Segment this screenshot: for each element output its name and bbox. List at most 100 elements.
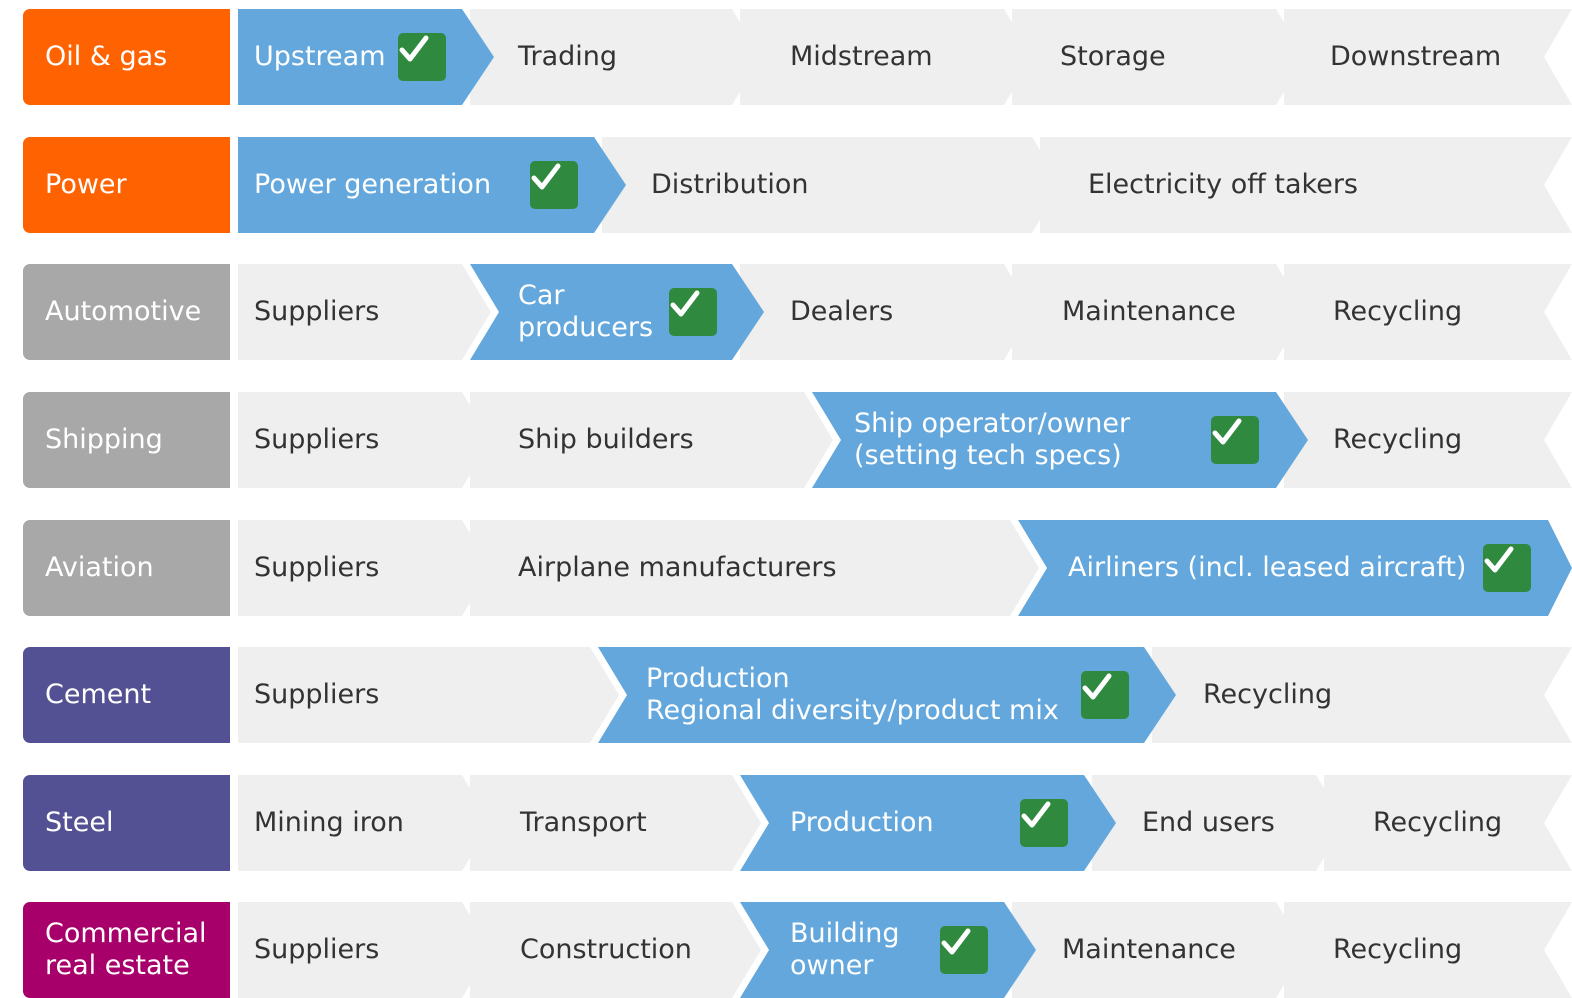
sector-label-line: Automotive	[45, 296, 202, 327]
stage-label: Suppliers	[254, 392, 379, 488]
stage-arrow-shape	[1092, 775, 1345, 871]
value-chain-stage: Recycling	[1324, 775, 1572, 871]
sector-label-line: Shipping	[45, 424, 163, 455]
stage-label: Recycling	[1333, 392, 1462, 488]
sector-label: Automotive	[23, 264, 230, 360]
stage-label: Suppliers	[254, 902, 379, 998]
value-chain-stage: Airplane manufacturers	[470, 520, 1039, 616]
stage-arrow-shape	[1324, 775, 1572, 871]
value-chain-stage-highlighted: Production	[740, 775, 1116, 871]
stage-label: Suppliers	[254, 647, 379, 743]
value-chain-stage: Midstream	[740, 9, 1033, 105]
stage-label: Distribution	[651, 137, 809, 233]
checkmark-icon	[1211, 416, 1259, 464]
sector-label-line: Steel	[45, 807, 114, 838]
value-chain-stage: Suppliers	[238, 264, 491, 360]
stage-label-line: Trading	[518, 41, 618, 72]
stage-arrow-shape	[1284, 9, 1572, 105]
stage-arrow-shape	[1012, 264, 1305, 360]
value-chain-stage: Recycling	[1284, 902, 1572, 998]
stage-label-line: End users	[1142, 807, 1275, 838]
stage-label-line: Transport	[520, 807, 647, 838]
stage-label: Dealers	[790, 264, 893, 360]
value-chain-stage: Recycling	[1152, 647, 1572, 743]
checkmark-icon	[1081, 671, 1129, 719]
stage-label-line: Power generation	[254, 169, 492, 200]
stage-arrow-shape	[238, 647, 619, 743]
stage-arrow-shape	[470, 9, 761, 105]
value-chain-stage: Suppliers	[238, 647, 619, 743]
stage-label-line: Recycling	[1333, 934, 1463, 965]
stage-label: Airliners (incl. leased aircraft)	[1068, 520, 1466, 616]
stage-arrow-shape	[1012, 902, 1305, 998]
stage-label: End users	[1142, 775, 1275, 871]
stage-label: Maintenance	[1062, 902, 1236, 998]
value-chain-stage-highlighted: Power generation	[238, 137, 626, 233]
value-chain-stage: End users	[1092, 775, 1345, 871]
value-chain-stage: Distribution	[602, 137, 1061, 233]
value-chain-stage: Recycling	[1284, 264, 1572, 360]
checkmark-icon	[1020, 799, 1068, 847]
stage-label-line: Suppliers	[254, 679, 380, 710]
sector-label-line: Power	[45, 169, 127, 200]
stage-arrow-shape	[470, 902, 761, 998]
stage-label-line: Regional diversity/product mix	[646, 695, 1059, 726]
stage-label-line: Car	[518, 280, 565, 311]
sector-row: Power Distribution Electricity off takers P…	[0, 137, 1572, 233]
stage-arrow-shape	[740, 9, 1033, 105]
stage-arrow-shape	[1284, 392, 1572, 488]
value-chain-stage: Downstream	[1284, 9, 1572, 105]
stage-arrow-shape	[812, 392, 1308, 488]
stage-arrow-shape	[238, 520, 491, 616]
stage-label-line: Airplane manufacturers	[518, 552, 837, 583]
stage-arrow-shape	[238, 392, 491, 488]
checkmark-icon	[398, 33, 446, 81]
value-chain-stage: Electricity off takers	[1040, 137, 1572, 233]
stage-label-line: Suppliers	[254, 424, 380, 455]
sector-label-line: Commercial	[45, 918, 207, 949]
stage-arrow-shape	[470, 520, 1039, 616]
stage-label-line: (setting tech specs)	[854, 440, 1122, 471]
stage-label: Midstream	[790, 9, 933, 105]
stage-label-line: Suppliers	[254, 934, 380, 965]
stage-label: Power generation	[254, 137, 491, 233]
value-chain-stage: Maintenance	[1012, 902, 1305, 998]
sector-label-line: real estate	[45, 950, 190, 981]
stage-label-line: Suppliers	[254, 552, 380, 583]
stage-label: Electricity off takers	[1088, 137, 1358, 233]
stage-arrow-shape	[1040, 137, 1572, 233]
checkmark-icon	[1483, 544, 1531, 592]
stage-arrow-shape	[238, 775, 491, 871]
stage-arrow-shape	[238, 902, 491, 998]
value-chain-stage-highlighted: Airliners (incl. leased aircraft)	[1018, 520, 1572, 616]
stage-label: Storage	[1060, 9, 1166, 105]
stage-label: Airplane manufacturers	[518, 520, 837, 616]
sector-row: Steel Mining iron Transport End users Recycl…	[0, 775, 1572, 871]
stage-arrow-shape	[1284, 264, 1572, 360]
stage-arrow-shape	[602, 137, 1061, 233]
value-chain-stage-highlighted: Ship operator/owner(setting tech specs)	[812, 392, 1308, 488]
value-chain-stage: Dealers	[740, 264, 1033, 360]
stage-arrow-shape	[740, 264, 1033, 360]
sector-label: Cement	[23, 647, 230, 743]
value-chain-stage: Transport	[470, 775, 761, 871]
value-chain-stage: Mining iron	[238, 775, 491, 871]
stage-label: Transport	[520, 775, 647, 871]
stage-label-line: Recycling	[1333, 296, 1463, 327]
stage-label-line: Distribution	[651, 169, 809, 200]
stage-label-line: Ship operator/owner	[854, 408, 1131, 439]
stage-arrow-shape	[1012, 9, 1305, 105]
stage-label-line: producers	[518, 312, 654, 343]
stage-label-line: Electricity off takers	[1088, 169, 1358, 200]
stage-label-line: Construction	[520, 934, 692, 965]
